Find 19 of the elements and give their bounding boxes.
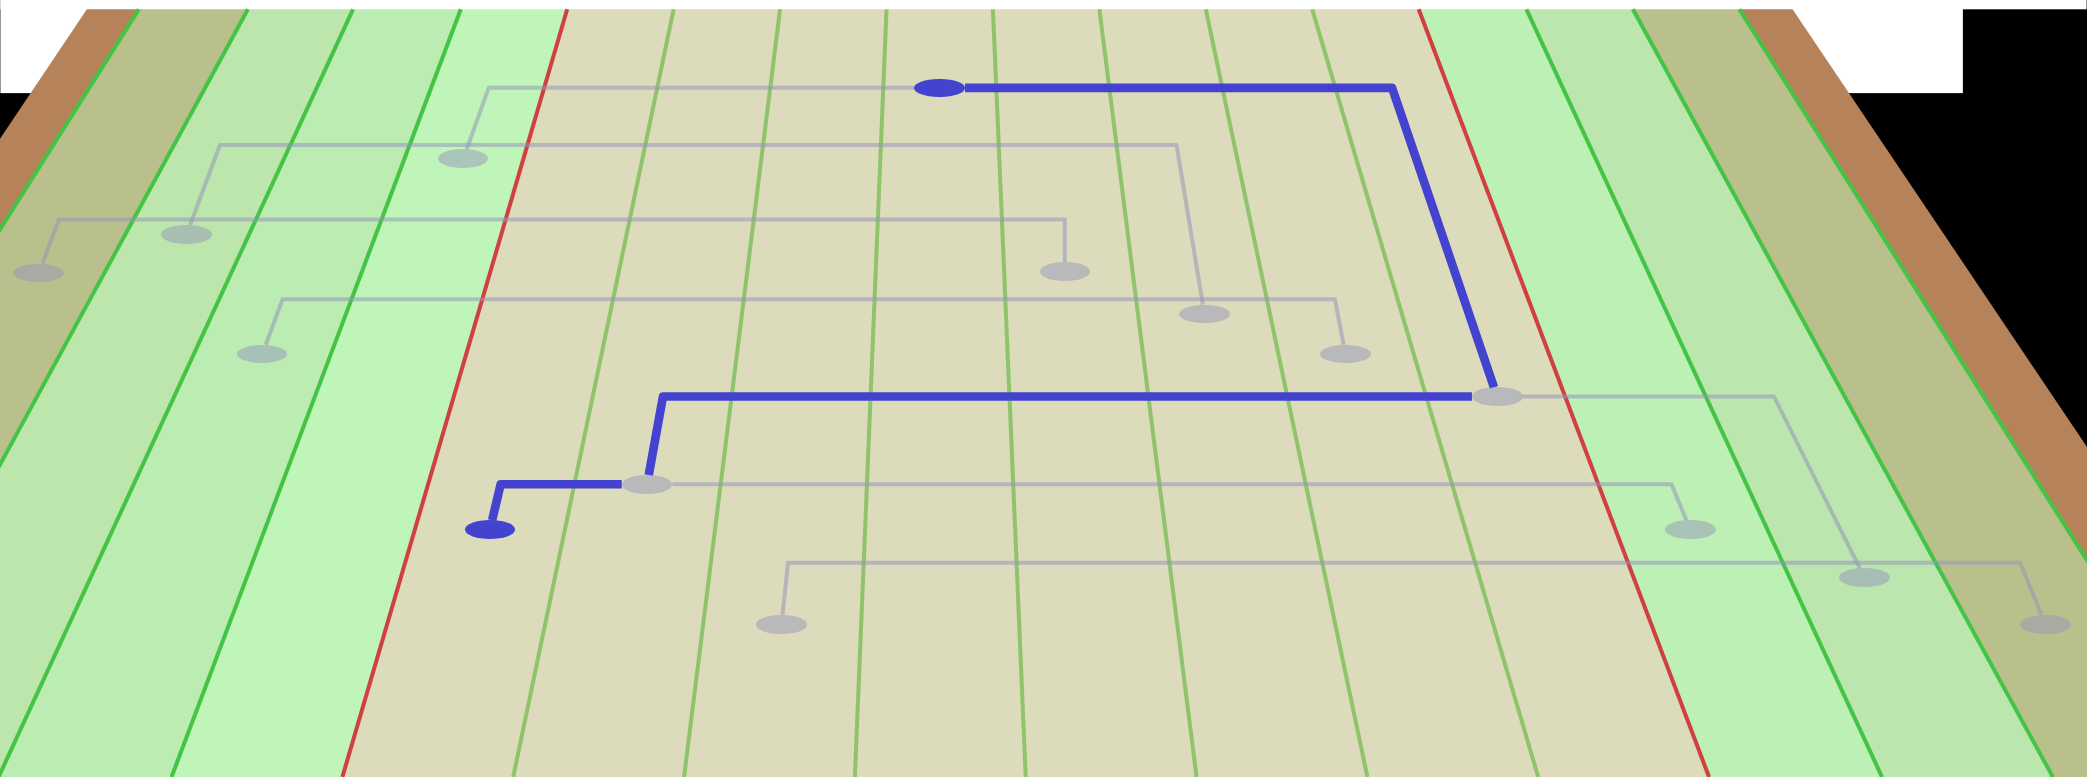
connector-line [780,560,2044,616]
connector-line [487,479,622,522]
waypoint-marker [161,224,212,244]
waypoint-marker [1472,387,1523,406]
waypoint-marker [1839,568,1890,587]
connector-line [965,83,1499,389]
waypoint-marker [1665,520,1716,540]
waypoint-marker [756,614,807,634]
connector-line [1522,394,1862,570]
connector-line [672,482,1689,522]
connector-line [464,85,915,150]
waypoint-marker [1320,344,1371,364]
connector-line [263,297,1346,346]
connector-line [40,217,1067,265]
waypoint-marker [1179,304,1230,324]
waypoint-marker [13,263,64,283]
connector-line [644,392,1472,476]
connector-line [188,143,1205,305]
waypoint-marker [2020,614,2071,634]
